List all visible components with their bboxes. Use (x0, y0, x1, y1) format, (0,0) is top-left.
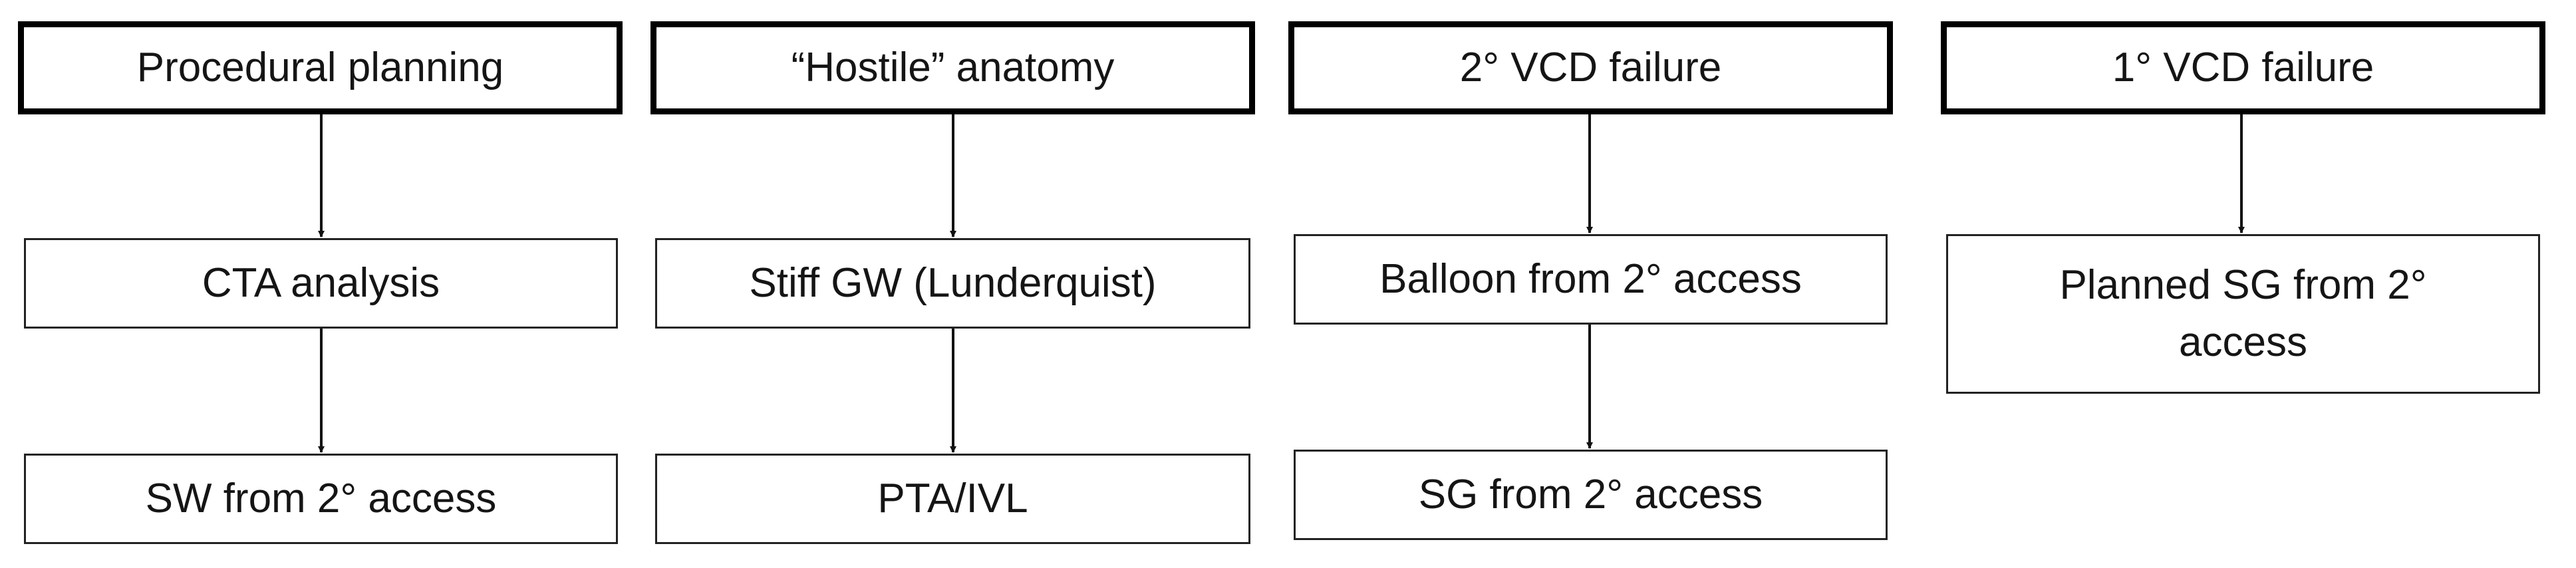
node-label: Balloon from 2° access (1379, 256, 1802, 302)
node-planned-sg-from-2-access: Planned SG from 2° access (1946, 234, 2540, 394)
node-label: PTA/IVL (877, 476, 1028, 521)
header-1-vcd-failure: 1° VCD failure (1941, 21, 2545, 114)
node-label: Stiff GW (Lunderquist) (749, 260, 1157, 306)
header-label: 2° VCD failure (1459, 45, 1722, 90)
node-label: SG from 2° access (1418, 472, 1763, 517)
header-label: Procedural planning (136, 45, 504, 90)
node-balloon-from-2-access: Balloon from 2° access (1294, 234, 1888, 325)
node-cta-analysis: CTA analysis (24, 238, 618, 329)
header-2-vcd-failure: 2° VCD failure (1288, 21, 1893, 114)
node-label: Planned SG from 2° access (2059, 262, 2427, 365)
node-label: CTA analysis (202, 260, 440, 306)
node-stiff-gw: Stiff GW (Lunderquist) (655, 238, 1250, 329)
node-sw-from-2-access: SW from 2° access (24, 454, 618, 544)
header-procedural-planning: Procedural planning (18, 21, 623, 114)
header-label: 1° VCD failure (2112, 45, 2374, 90)
node-pta-ivl: PTA/IVL (655, 454, 1250, 544)
header-label: “Hostile” anatomy (791, 45, 1115, 90)
node-label: SW from 2° access (145, 476, 497, 521)
header-hostile-anatomy: “Hostile” anatomy (650, 21, 1255, 114)
node-sg-from-2-access: SG from 2° access (1294, 450, 1888, 540)
